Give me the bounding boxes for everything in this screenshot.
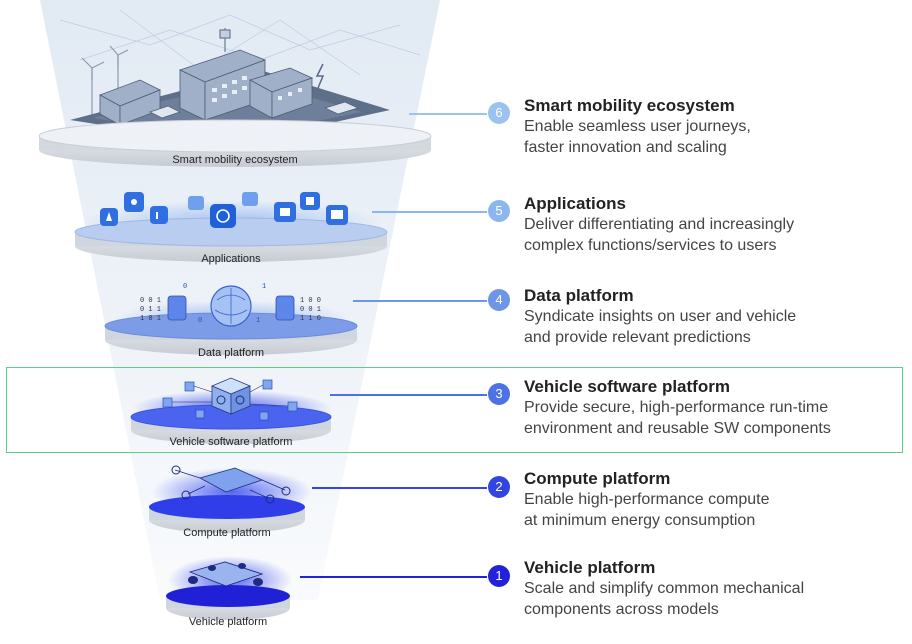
layer-2-illustration: Compute platform — [149, 465, 312, 539]
layer-6-title: Smart mobility ecosystem — [524, 96, 735, 115]
connector-3 — [330, 394, 487, 396]
layer-2-title: Compute platform — [524, 469, 671, 488]
step-badge-4: 4 — [488, 289, 510, 311]
layer-4-text: Data platform Syndicate insights on user… — [524, 286, 904, 348]
disc-label-1: Vehicle platform — [189, 616, 267, 628]
connector-2 — [312, 487, 487, 489]
layer-6-desc-line2: faster innovation and scaling — [524, 139, 727, 156]
layer-2-text: Compute platform Enable high-performance… — [524, 469, 904, 531]
layer-5-desc-line1: Deliver differentiating and increasingly — [524, 216, 795, 233]
step-badge-3: 3 — [488, 383, 510, 405]
layer-6-desc-line1: Enable seamless user journeys, — [524, 118, 751, 135]
data-bits-left-1: 0 0 1 — [140, 297, 161, 305]
step-badge-6: 6 — [488, 102, 510, 124]
connector-1 — [300, 576, 487, 578]
layer-3-text: Vehicle software platform Provide secure… — [524, 377, 904, 439]
data-bits-left-2: 0 1 1 — [140, 306, 161, 314]
layer-3-illustration: Vehicle software platform — [130, 377, 332, 448]
layer-1-text: Vehicle platform Scale and simplify comm… — [524, 558, 904, 620]
data-bits-right-2: 0 0 1 — [300, 306, 321, 314]
data-bit-float-3: 0 — [198, 317, 202, 325]
layer-5-text: Applications Deliver differentiating and… — [524, 194, 904, 256]
data-bit-float-1: 0 — [183, 283, 187, 291]
layer-4-desc-line2: and provide relevant predictions — [524, 329, 751, 346]
layer-4-desc-line1: Syndicate insights on user and vehicle — [524, 308, 797, 325]
layer-1-title: Vehicle platform — [524, 558, 656, 577]
layer-3-desc-line2: environment and reusable SW components — [524, 420, 831, 437]
step-badge-1: 1 — [488, 565, 510, 587]
layer-5-illustration: Applications — [74, 192, 388, 265]
step-badge-2: 2 — [488, 476, 510, 498]
layer-1-illustration: Vehicle platform — [166, 556, 292, 628]
layer-2-desc-line2: at minimum energy consumption — [524, 512, 756, 529]
data-bits-left-3: 1 0 1 — [140, 315, 161, 323]
disc-label-4: Data platform — [198, 347, 264, 359]
highlight-box-layer-3 — [6, 367, 903, 453]
disc-label-5: Applications — [201, 253, 261, 265]
step-badge-5: 5 — [488, 200, 510, 222]
layer-3-title: Vehicle software platform — [524, 377, 730, 396]
app-icons — [100, 192, 348, 228]
layer-5-desc-line2: complex functions/services to users — [524, 237, 777, 254]
data-bits-right-3: 1 1 0 — [300, 315, 321, 323]
connector-6 — [409, 113, 487, 115]
layer-3-desc-line1: Provide secure, high-performance run-tim… — [524, 399, 829, 416]
data-bit-float-4: 1 — [256, 317, 260, 325]
layer-4-title: Data platform — [524, 286, 634, 305]
data-bits-right-1: 1 0 0 — [300, 297, 321, 305]
disc-label-6: Smart mobility ecosystem — [172, 154, 297, 166]
layer-1-desc-line2: components across models — [524, 601, 719, 618]
layer-5-title: Applications — [524, 194, 627, 213]
layer-1-desc-line1: Scale and simplify common mechanical — [524, 580, 805, 597]
layer-6-illustration: Smart mobility ecosystem — [38, 9, 432, 167]
disc-label-3: Vehicle software platform — [170, 436, 293, 448]
disc-label-2: Compute platform — [183, 527, 270, 539]
layer-2-desc-line1: Enable high-performance compute — [524, 491, 770, 508]
connector-5 — [372, 211, 487, 213]
data-bit-float-2: 1 — [262, 283, 266, 291]
connector-4 — [353, 300, 487, 302]
layer-4-illustration: Data platform 0 0 1 0 1 1 1 0 1 1 0 0 0 … — [104, 283, 358, 359]
layer-6-text: Smart mobility ecosystem Enable seamless… — [524, 96, 904, 158]
